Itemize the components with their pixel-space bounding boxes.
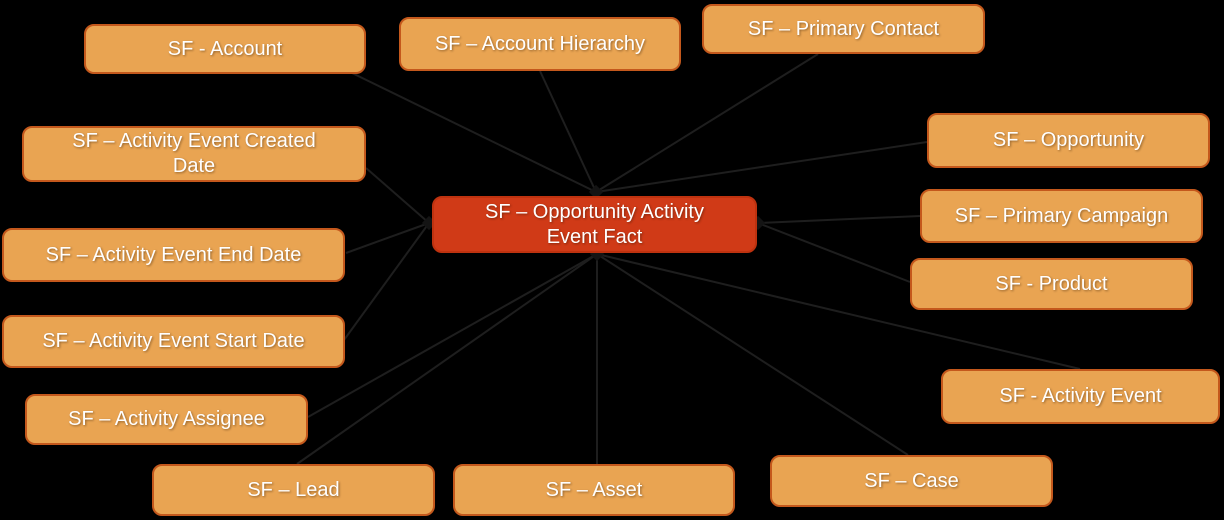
connector-primary-campaign — [757, 215, 921, 224]
arrowhead-top-icon — [588, 184, 604, 200]
node-activity-assignee: SF – Activity Assignee — [25, 394, 308, 445]
connector-activity-event-start-date — [343, 222, 430, 341]
node-primary-campaign: SF – Primary Campaign — [920, 189, 1203, 243]
connector-activity-assignee — [307, 253, 598, 418]
node-account: SF - Account — [84, 24, 366, 74]
connector-product — [757, 222, 911, 283]
node-lead: SF – Lead — [152, 464, 435, 516]
connector-lead — [296, 253, 598, 465]
node-asset: SF – Asset — [453, 464, 735, 516]
node-case: SF – Case — [770, 455, 1053, 507]
node-activity-event-start-date: SF – Activity Event Start Date — [2, 315, 345, 368]
node-opportunity: SF – Opportunity — [927, 113, 1210, 168]
connector-account-hierarchy — [539, 70, 597, 193]
node-account-hierarchy: SF – Account Hierarchy — [399, 17, 681, 71]
fact-node-opportunity-activity-event-fact: SF – Opportunity Activity Event Fact — [432, 196, 757, 253]
connector-case — [596, 253, 909, 456]
connector-account — [351, 72, 597, 193]
connector-primary-contact — [595, 53, 819, 193]
node-product: SF - Product — [910, 258, 1193, 310]
node-activity-event-end-date: SF – Activity Event End Date — [2, 228, 345, 282]
connector-activity-event-end-date — [345, 222, 430, 254]
node-activity-event-created-date: SF – Activity Event Created Date — [22, 126, 366, 182]
connector-activity-event — [596, 253, 1081, 370]
connector-opportunity — [595, 141, 928, 193]
connector-activity-event-created-date — [365, 167, 430, 224]
node-primary-contact: SF – Primary Contact — [702, 4, 985, 54]
node-activity-event: SF - Activity Event — [941, 369, 1220, 424]
